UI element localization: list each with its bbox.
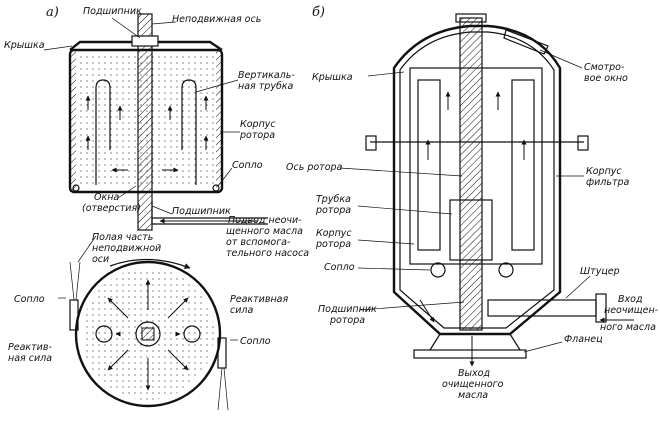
label-inlet-1: Подвод неочи- [228,215,302,226]
label-nozzle-left: Сопло [14,294,45,305]
label-housing-a-2: ротора [239,130,275,141]
panel-a-rotor-top-view: Полая часть неподвижной оси Сопло Реакти… [8,232,288,411]
label-rotor-bearing-1: Подшипник [318,304,377,315]
rotor-axis-b [459,17,483,331]
label-housing-a-1: Корпус [240,119,276,130]
label-bearing-bottom: Подшипник [172,206,231,217]
label-outlet-1: Выход [458,368,490,379]
label-inlet-b-3: ного масла [600,322,656,333]
label-reactive-right-1: Реактивная [230,294,288,305]
label-rotor-axis: Ось ротора [286,162,343,173]
label-hollow-axis-3: оси [92,254,109,265]
panel-a-tag: а) [46,5,59,20]
label-nozzle-b: Сопло [324,262,355,273]
panel-b-tag: б) [312,5,325,20]
label-inlet-3: от вспомога- [226,237,291,248]
label-outlet-2: очищенного [442,379,504,390]
label-sight-window-2: вое окно [584,73,628,84]
label-hollow-axis-2: неподвижной [92,243,161,254]
label-windows-1: Окна [94,192,119,203]
label-cover-b: Крышка [312,72,353,83]
label-inlet-b-2: неочищен- [604,305,659,316]
label-sight-window-1: Смотро- [584,62,625,73]
panel-a-rotor-section: а) Подшипник Неподвижная ось Крышка Верт… [4,5,309,259]
label-nozzle-a: Сопло [232,160,263,171]
label-filter-housing-1: Корпус [586,166,622,177]
label-nozzle-right: Сопло [240,336,271,347]
label-inlet-b-1: Вход [618,294,643,305]
label-windows-2: (отверстия) [82,203,141,214]
label-inlet-2: щенного масла [226,226,303,237]
label-tube-a-2: ная трубка [238,81,294,92]
label-flange: Фланец [564,334,603,345]
label-cover-a: Крышка [4,40,45,51]
label-filter-housing-2: фильтра [586,177,630,188]
bearing-top [131,35,159,47]
label-rotor-bearing-2: ротора [329,315,365,326]
label-rotor-housing-b-2: ротора [315,239,351,250]
label-fitting: Штуцер [580,266,620,277]
label-hollow-axis-1: Полая часть [92,232,153,243]
filter-housing [392,24,562,336]
label-reactive-left-1: Реактив- [8,342,52,353]
rotor-disc [74,260,222,408]
panel-b-filter-section: б) Крышка Смотро- вое окно Ось ротора Ко… [286,5,659,401]
label-rotor-tube-2: ротора [315,205,351,216]
label-rotor-tube-1: Трубка [316,194,351,205]
flange [413,349,527,359]
label-bearing-top: Подшипник [83,6,142,17]
label-outlet-3: масла [458,390,488,401]
label-fixed-axis: Неподвижная ось [172,14,261,25]
label-tube-a-1: Вертикаль- [238,70,295,81]
rotation-arrow [109,258,191,269]
fixed-axis [137,13,153,231]
label-rotor-housing-b-1: Корпус [316,228,352,239]
label-reactive-left-2: ная сила [8,353,52,364]
label-inlet-4: тельного насоса [226,248,309,259]
label-reactive-right-2: сила [230,305,253,316]
